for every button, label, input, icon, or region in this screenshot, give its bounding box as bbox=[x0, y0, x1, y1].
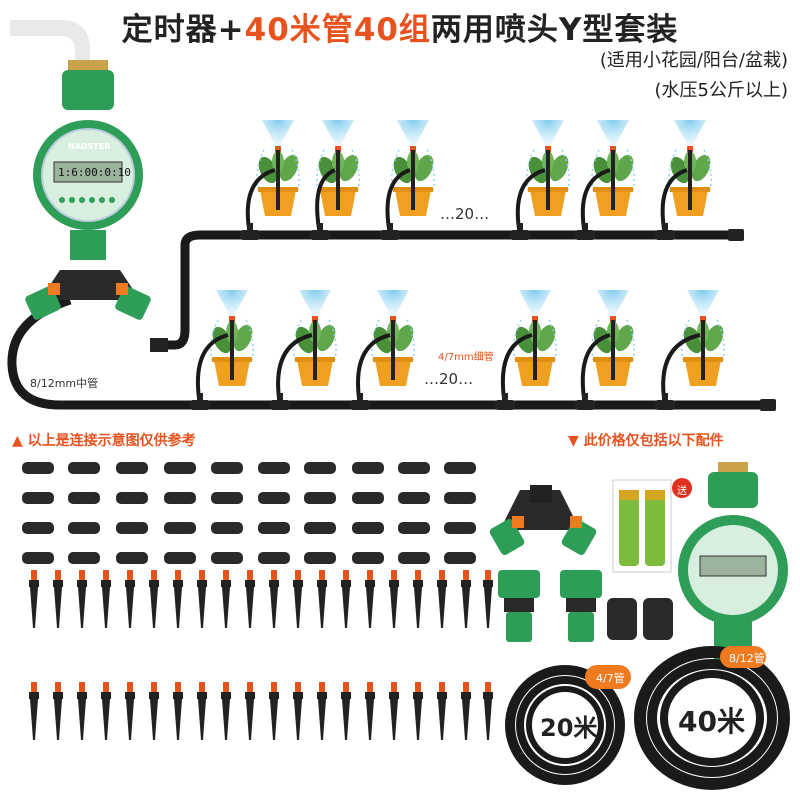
timer-display: 1:6:00:0:10 bbox=[58, 166, 131, 179]
subtitle-usage: (适用小花园/阳台/盆栽) bbox=[599, 50, 788, 71]
title-part-2: 40米管40组 bbox=[244, 12, 431, 48]
hose-connectors bbox=[498, 570, 602, 642]
battery-gift-tag: 送 bbox=[677, 486, 687, 497]
drippers-grid bbox=[29, 570, 493, 740]
timer-brand: NADSTER bbox=[68, 142, 111, 151]
y-valve-part bbox=[489, 485, 597, 556]
timer-diagram bbox=[33, 60, 143, 260]
coil-small-tag-bg bbox=[585, 665, 631, 689]
title-part-3: 两用喷头Y型套装 bbox=[430, 12, 679, 48]
coil-small-length: 20米 bbox=[540, 714, 598, 742]
mid-tube-label: 8/12mm中管 bbox=[30, 377, 99, 390]
couplers-grid bbox=[22, 462, 476, 564]
tube-coil-small bbox=[505, 665, 625, 785]
batteries bbox=[612, 478, 692, 573]
timer-part bbox=[678, 462, 788, 668]
section-diagram-note: ▲ 以上是连接示意图仅供参考 bbox=[12, 433, 196, 449]
product-title: 定时器+40米管40组两用喷头Y型套装 bbox=[0, 4, 800, 49]
section-price-note: ▼ 此价格仅包括以下配件 bbox=[568, 433, 724, 449]
coil-small-tag: 4/7管 bbox=[596, 672, 625, 685]
coil-large-tag-bg bbox=[720, 646, 766, 668]
y-valve-diagram bbox=[25, 270, 168, 352]
title-part-1: 定时器+ bbox=[121, 12, 245, 48]
subtitle-pressure: (水压5公斤以上) bbox=[654, 80, 789, 101]
plant-row-top bbox=[254, 119, 715, 217]
end-caps bbox=[607, 598, 673, 640]
tube-coil-large bbox=[634, 646, 790, 790]
coil-large-length: 40米 bbox=[678, 705, 745, 738]
ellipsis-top: …20… bbox=[440, 205, 490, 223]
coil-large-tag: 8/12管 bbox=[729, 652, 765, 665]
ellipsis-bottom: …20… bbox=[424, 370, 474, 388]
thin-tube-label: 4/7mm细管 bbox=[438, 352, 494, 363]
tee-connectors bbox=[190, 223, 776, 411]
